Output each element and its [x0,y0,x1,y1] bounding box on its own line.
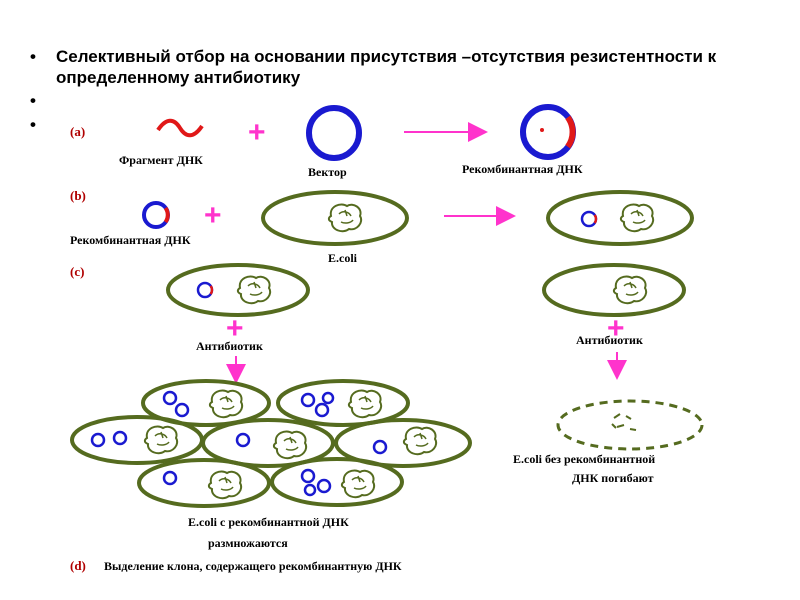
ecoli-cell-with-plasmid [166,263,310,317]
bullet-text: Селективный отбор на основании присутств… [56,47,717,87]
vector-label: Вектор [308,165,347,179]
panel-b-tag: (b) [70,188,86,203]
plus-icon: + [248,116,266,149]
antibiotic-label: Антибиотик [196,339,263,353]
bullet-item: • Селективный отбор на основании присутс… [30,46,770,90]
ecoli-cell-with-plasmid [334,418,472,468]
ecoli-colony [70,379,472,508]
multiply-label-line2: размножаются [208,536,288,550]
ecoli-cell-with-plasmid [201,418,335,468]
multiply-label-line1: E.coli с рекомбинантной ДНК [188,515,349,529]
bullet-item: • [30,90,770,114]
recombinant-plasmid-icon [520,104,576,160]
plus-icon: + [607,312,625,345]
clone-selection-label: Выделение клона, содержащего рекомбинант… [104,559,402,573]
ecoli-cell [542,263,686,317]
recombinant-label: Рекомбинантная ДНК [70,233,191,247]
bullet-icon: • [30,115,36,134]
bullet-icon: • [30,47,36,66]
ecoli-cell-with-plasmid [70,415,204,465]
ecoli-cell-with-plasmid [546,190,694,246]
dna-fragment-icon [156,118,204,138]
recombinant-label: Рекомбинантная ДНК [462,162,583,176]
ecoli-cell-with-plasmid [276,379,410,427]
antibiotic-label: Антибиотик [576,333,643,347]
die-label-line1: E.coli без рекомбинантной [513,452,655,466]
ecoli-cell-with-plasmid [270,457,404,507]
die-label-line2: ДНК погибают [572,471,654,485]
ecoli-cell-with-plasmid [141,379,271,427]
panel-a-tag: (a) [70,124,85,139]
vector-plasmid-icon [306,105,362,161]
bullet-item: • [30,114,770,134]
panel-c-tag: (c) [70,264,84,279]
ecoli-cell [261,190,409,246]
panel-d-tag: (d) [70,558,86,573]
plus-icon: + [204,199,222,232]
fragment-label: Фрагмент ДНК [119,153,203,167]
bullet-icon: • [30,91,36,110]
plus-icon: + [226,312,244,345]
bullet-list: • Селективный отбор на основании присутс… [30,46,770,134]
ecoli-label: E.coli [328,251,358,265]
ecoli-cell-with-plasmid [137,458,271,508]
recombinant-plasmid-icon [142,201,170,229]
dead-ecoli-cell [556,399,704,451]
